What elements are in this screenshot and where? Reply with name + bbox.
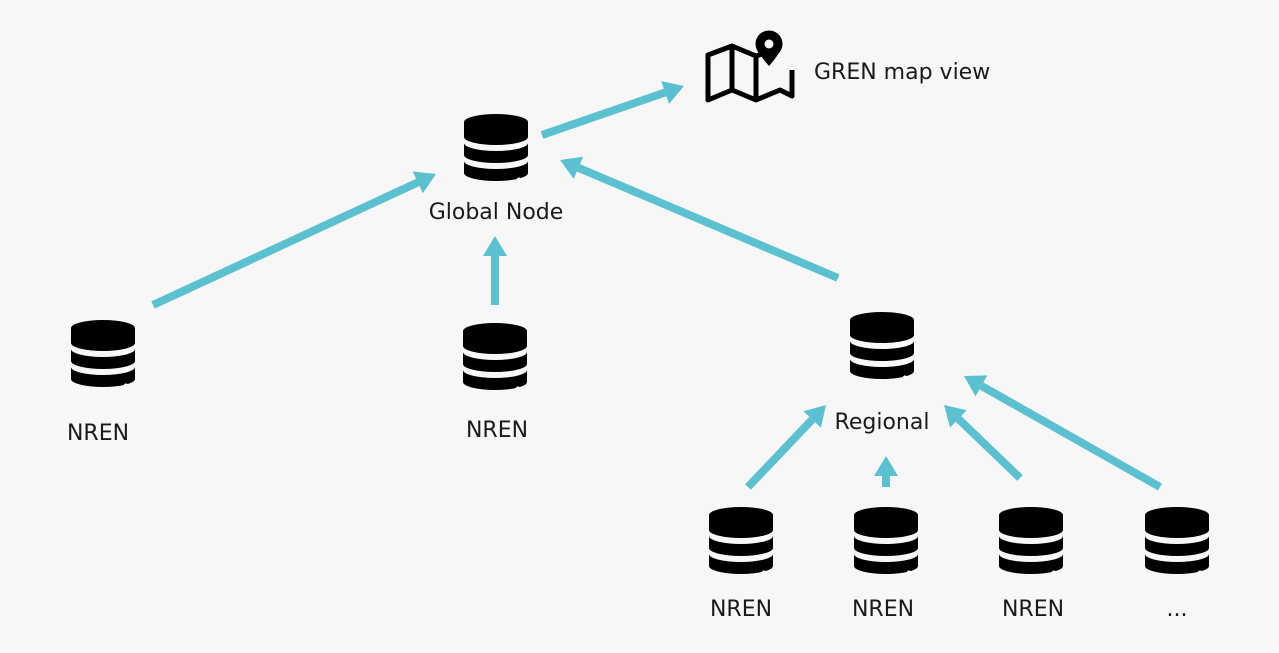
arrow-global_node-to-map <box>540 81 684 139</box>
nren-r1-label: NREN <box>709 597 773 622</box>
nren-left-label: NREN <box>66 421 130 446</box>
nren-r3-label: NREN <box>1001 597 1065 622</box>
global-node-database-icon <box>464 114 528 183</box>
nren-r2-database-icon <box>854 507 918 576</box>
nren-r1-database-icon <box>709 507 773 576</box>
arrows-layer <box>151 81 1162 491</box>
map-view-label: GREN map view <box>814 60 991 85</box>
regional-node-label: Regional <box>834 410 930 435</box>
arrow-nren-r1-to-regional_node <box>745 405 826 490</box>
arrow-nren-center-to-global_node <box>483 236 507 305</box>
map-pin-hole <box>764 39 774 49</box>
nren-left-database-icon <box>71 320 135 389</box>
regional-node-database-icon <box>850 312 914 381</box>
arrow-nren-r3-to-regional_node <box>944 405 1023 481</box>
nren-r3-database-icon <box>999 507 1063 576</box>
nren-center-label: NREN <box>465 418 529 443</box>
arrow-regional_node-to-global_node <box>560 156 840 282</box>
arrow-nren-r4-to-regional_node <box>964 375 1162 491</box>
arrow-nren-left-to-global_node <box>151 171 436 309</box>
global-node-label: Global Node <box>428 200 564 225</box>
nren-r4-database-icon <box>1145 507 1209 576</box>
arrow-nren-r2-to-regional_node <box>874 456 898 487</box>
nren-center-database-icon <box>463 323 527 392</box>
nren-r4-label: ... <box>1166 597 1188 622</box>
nren-r2-label: NREN <box>851 597 915 622</box>
